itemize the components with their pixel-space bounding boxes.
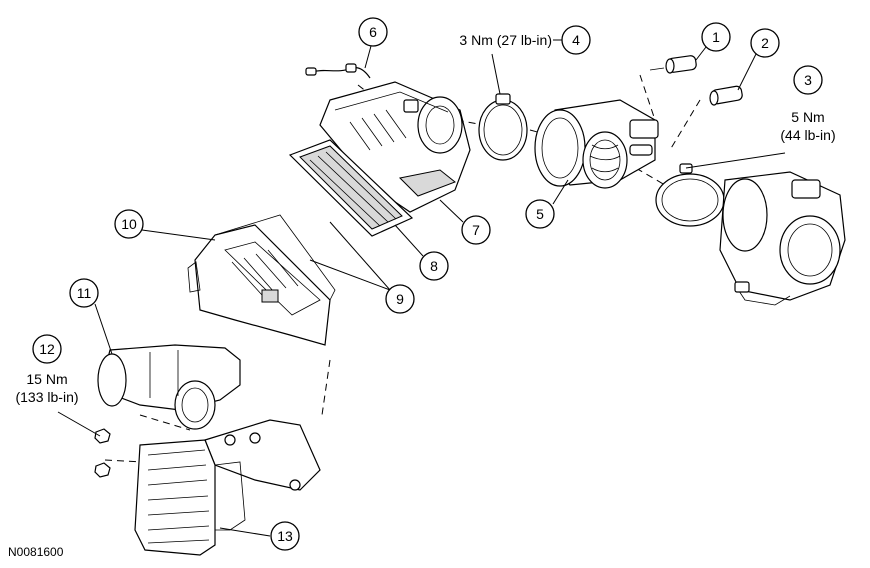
callout-1-label: 1: [712, 29, 720, 45]
callout-3: 3 5 Nm (44 lb-in): [780, 65, 836, 143]
callout-9: 9: [385, 284, 415, 314]
callout-3-label: 3: [804, 72, 812, 88]
part-13-resonator: [134, 439, 246, 556]
callout-3-torque: 5 Nm: [791, 109, 824, 125]
callout-10: 10: [114, 209, 144, 239]
part-8-air-filter: [288, 139, 414, 237]
mounting-bracket: [204, 419, 321, 491]
callout-8-label: 8: [430, 258, 438, 274]
part-5-mass-air-flow-sensor: [534, 99, 659, 189]
callout-6: 6: [358, 17, 388, 47]
callout-11-label: 11: [77, 285, 92, 301]
callout-7: 7: [461, 215, 491, 245]
part-3-clamp: [655, 163, 725, 227]
callout-2-label: 2: [761, 35, 769, 51]
callout-3-torque-imperial: (44 lb-in): [780, 127, 835, 143]
part-1-hose: [649, 55, 697, 74]
part-7-air-cleaner-cover: [319, 81, 471, 213]
callout-12: 12 15 Nm (133 lb-in): [15, 334, 79, 405]
part-12-nuts: [57, 411, 111, 478]
callout-4: 3 Nm (27 lb-in) 4: [459, 25, 591, 55]
callout-1: 1: [701, 22, 731, 52]
callout-12-label: 12: [39, 341, 55, 357]
callout-13-label: 13: [277, 528, 293, 544]
callout-11: 11: [69, 278, 99, 308]
callout-8: 8: [419, 251, 449, 281]
part-11-inlet-duct: [97, 344, 241, 430]
callout-9-label: 9: [396, 291, 404, 307]
callout-6-label: 6: [369, 24, 377, 40]
throttle-body: [719, 171, 846, 306]
callout-13: 13: [270, 521, 300, 551]
part-6-sensor-connector: [305, 63, 371, 79]
callout-5-label: 5: [536, 206, 544, 222]
callout-7-label: 7: [472, 222, 480, 238]
part-10-air-cleaner-housing: [187, 214, 336, 346]
figure-id: N0081600: [8, 545, 64, 559]
callout-12-torque-imperial: (133 lb-in): [15, 389, 78, 405]
callout-12-torque: 15 Nm: [26, 371, 67, 387]
callout-2: 2: [750, 28, 780, 58]
callout-4-torque: 3 Nm (27 lb-in): [459, 32, 552, 48]
leader-lines: [94, 45, 786, 537]
callout-5: 5: [525, 199, 555, 229]
part-2-hose: [709, 85, 743, 106]
callout-10-label: 10: [121, 216, 137, 232]
part-4-hose-clamp: [478, 93, 528, 161]
callout-4-label: 4: [572, 32, 580, 48]
